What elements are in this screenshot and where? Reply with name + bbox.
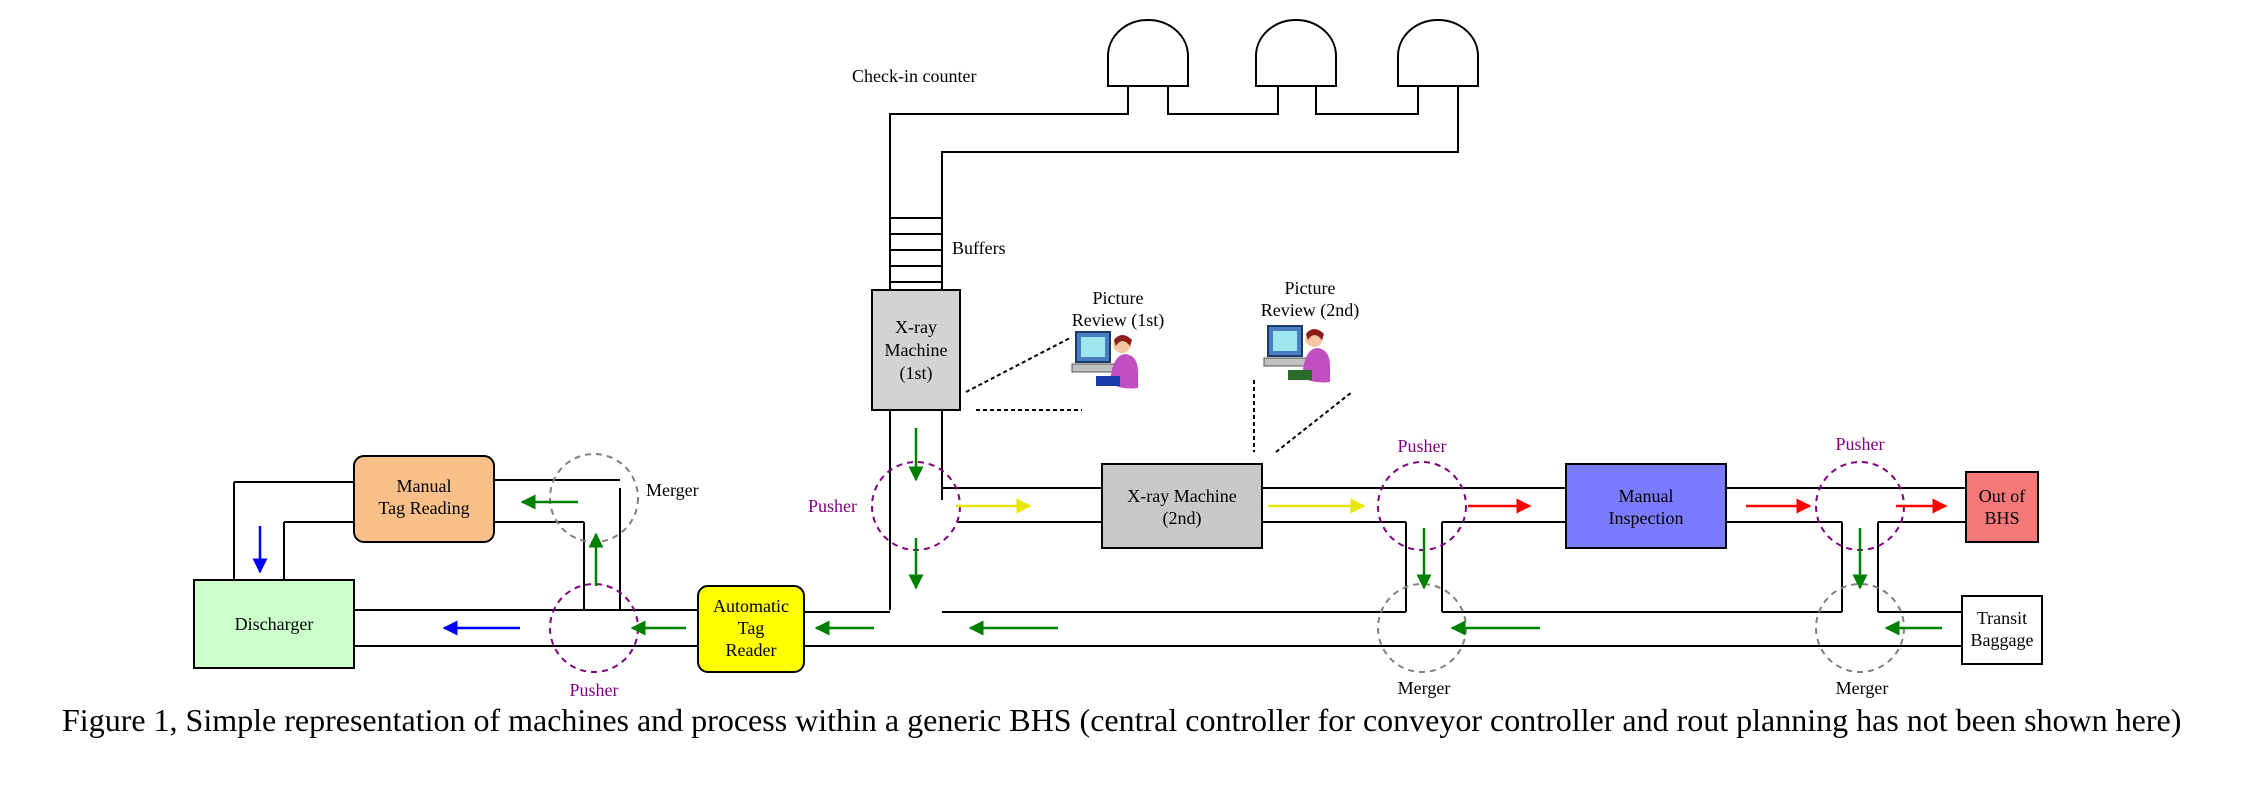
xray2-line1: X-ray Machine	[1127, 486, 1236, 506]
xray2-line2: (2nd)	[1163, 508, 1202, 529]
buffers-label: Buffers	[952, 238, 1006, 258]
manual-tag-line1: Manual	[397, 476, 452, 496]
auto-tag-line1: Automatic	[713, 596, 789, 616]
picture-review-2-line1: Picture	[1285, 278, 1336, 298]
xray-machine-1: X-ray Machine (1st)	[871, 289, 961, 411]
transit-line2: Baggage	[1971, 630, 2034, 650]
checkin-conveyor	[889, 86, 1459, 290]
transit-line1: Transit	[1977, 608, 2027, 628]
main-conveyor	[233, 410, 1966, 647]
pusher-label-d: Pusher	[570, 680, 619, 700]
discharger-label: Discharger	[235, 614, 314, 634]
manual-insp-line1: Manual	[1619, 486, 1674, 506]
out-of-bhs: Out of BHS	[1965, 471, 2039, 543]
manual-tag-reading: Manual Tag Reading	[353, 455, 495, 543]
xray-machine-2: X-ray Machine (2nd)	[1101, 463, 1263, 549]
out-bhs-line2: BHS	[1984, 508, 2019, 528]
bhs-diagram: X-ray Machine (1st) X-ray Machine (2nd) …	[193, 19, 2043, 700]
discharger: Discharger	[193, 579, 355, 669]
pusher-label-c: Pusher	[1836, 434, 1885, 454]
merger-label-a: Merger	[1398, 678, 1451, 698]
operator-icon-2	[1263, 325, 1330, 383]
manual-insp-line2: Inspection	[1609, 508, 1684, 528]
auto-tag-line3: Reader	[726, 640, 777, 660]
xray1-line1: X-ray	[895, 317, 937, 337]
manual-inspection: Manual Inspection	[1565, 463, 1727, 549]
picture-review-2-line2: Review (2nd)	[1261, 300, 1359, 321]
merger-label-b: Merger	[1836, 678, 1889, 698]
pusher-label-b: Pusher	[1398, 436, 1447, 456]
operator-icon-1	[1071, 331, 1138, 389]
figure-caption: Figure 1, Simple representation of machi…	[62, 702, 2182, 738]
pusher-label-a: Pusher	[808, 496, 857, 516]
out-bhs-line1: Out of	[1979, 486, 2026, 506]
review-links	[965, 337, 1353, 453]
manual-tag-line2: Tag Reading	[378, 498, 469, 518]
picture-review-1-line1: Picture	[1093, 288, 1144, 308]
xray1-line2: Machine	[885, 340, 948, 360]
checkin-label: Check-in counter	[852, 66, 976, 86]
checkin-counters	[1107, 19, 1479, 87]
picture-review-1-line2: Review (1st)	[1072, 310, 1164, 331]
merger-label-c: Merger	[646, 480, 699, 500]
auto-tag-line2: Tag	[738, 618, 765, 638]
xray1-line3: (1st)	[900, 363, 933, 384]
bhs-diagram-svg: X-ray Machine (1st) X-ray Machine (2nd) …	[193, 19, 2043, 700]
transit-baggage: Transit Baggage	[1961, 595, 2043, 665]
automatic-tag-reader: Automatic Tag Reader	[697, 585, 805, 673]
flow-arrows	[252, 428, 1948, 636]
